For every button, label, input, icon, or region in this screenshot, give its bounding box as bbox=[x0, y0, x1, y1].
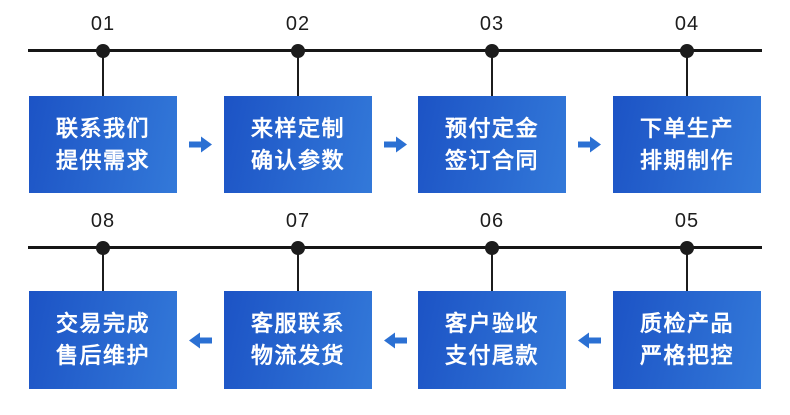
step-number: 06 bbox=[479, 210, 505, 232]
step-number: 03 bbox=[479, 13, 505, 35]
step-connector bbox=[491, 51, 493, 96]
step-box: 联系我们 提供需求 bbox=[29, 96, 177, 193]
step-box: 客服联系 物流发货 bbox=[224, 291, 372, 389]
timeline-line-top bbox=[28, 49, 762, 52]
step-box-label-line2: 物流发货 bbox=[250, 343, 345, 368]
step-box-label-line1: 预付定金 bbox=[444, 115, 539, 141]
arrow-right-icon bbox=[384, 136, 407, 153]
step-number: 04 bbox=[674, 13, 700, 35]
arrow-right-icon bbox=[189, 136, 212, 153]
step-number: 05 bbox=[674, 210, 700, 232]
arrow-left-icon bbox=[578, 332, 601, 349]
step-box: 来样定制 确认参数 bbox=[224, 96, 372, 193]
step-box: 预付定金 签订合同 bbox=[418, 96, 566, 193]
step-box-label-line2: 支付尾款 bbox=[444, 343, 539, 368]
step-box: 下单生产 排期制作 bbox=[613, 96, 761, 193]
step-box-label-line1: 联系我们 bbox=[55, 115, 150, 141]
step-connector bbox=[102, 248, 104, 291]
step-box: 客户验收 支付尾款 bbox=[418, 291, 566, 389]
step-box-label-line1: 下单生产 bbox=[639, 115, 734, 141]
step-connector bbox=[686, 248, 688, 291]
step-box-label-line1: 客户验收 bbox=[444, 311, 539, 336]
step-connector bbox=[491, 248, 493, 291]
step-box-label-line2: 签订合同 bbox=[444, 147, 539, 173]
step-connector bbox=[297, 51, 299, 96]
step-number: 02 bbox=[285, 13, 311, 35]
step-box-label-line2: 严格把控 bbox=[639, 343, 734, 368]
step-box: 交易完成 售后维护 bbox=[29, 291, 177, 389]
step-box-label-line1: 交易完成 bbox=[55, 311, 150, 336]
step-connector bbox=[297, 248, 299, 291]
step-number: 07 bbox=[285, 210, 311, 232]
step-box-label-line2: 售后维护 bbox=[55, 343, 150, 368]
timeline-line-bottom bbox=[28, 246, 762, 249]
step-box-label-line2: 确认参数 bbox=[250, 147, 345, 173]
step-box-label-line2: 排期制作 bbox=[639, 147, 734, 173]
arrow-right-icon bbox=[578, 136, 601, 153]
step-box-label-line1: 质检产品 bbox=[639, 311, 734, 336]
step-connector bbox=[686, 51, 688, 96]
step-box-label-line1: 客服联系 bbox=[250, 311, 345, 336]
step-connector bbox=[102, 51, 104, 96]
step-box-label-line1: 来样定制 bbox=[250, 115, 345, 141]
step-number: 01 bbox=[90, 13, 116, 35]
step-box: 质检产品 严格把控 bbox=[613, 291, 761, 389]
step-box-label-line2: 提供需求 bbox=[55, 147, 150, 173]
step-number: 08 bbox=[90, 210, 116, 232]
arrow-left-icon bbox=[384, 332, 407, 349]
arrow-left-icon bbox=[189, 332, 212, 349]
